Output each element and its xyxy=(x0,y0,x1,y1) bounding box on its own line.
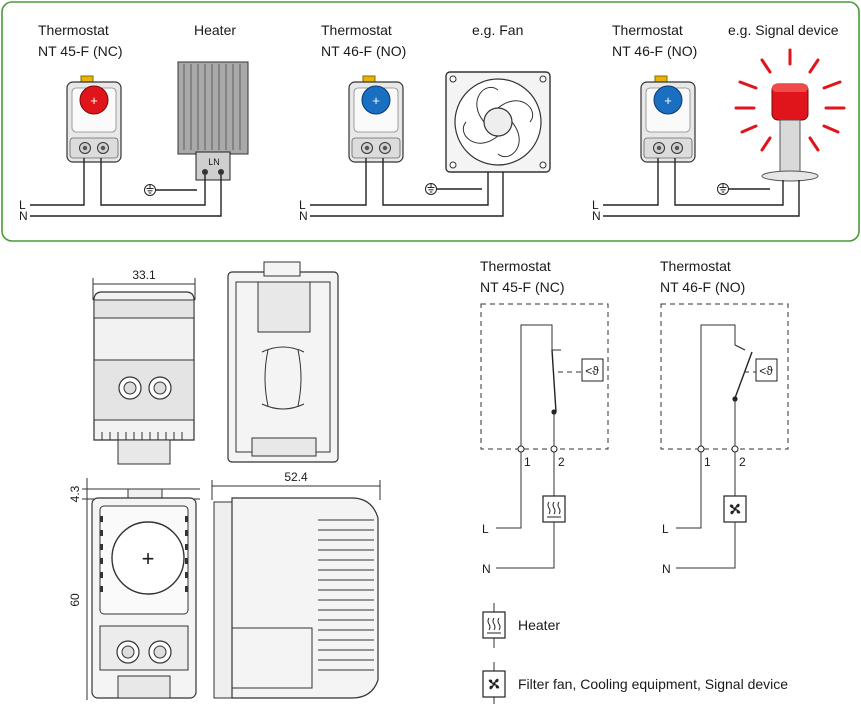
schematic-frame-1 xyxy=(480,303,609,450)
wire-N-1 xyxy=(30,175,222,217)
sensor-symbol-1: <ϑ xyxy=(585,364,599,378)
dimension-drawings: 33.1 xyxy=(68,261,381,700)
heater-symbol-icon-1 xyxy=(542,495,566,523)
line-L-1: L xyxy=(19,198,26,212)
heater-terminal-text: LN xyxy=(208,157,220,167)
knob-arrow-icon-3: + xyxy=(664,93,672,108)
top-group-heater: Thermostat NT 45-F (NC) + Heater LN L N xyxy=(19,22,249,223)
terminal-2-nc: 2 xyxy=(558,455,565,469)
schematic-model-1: NT 45-F (NC) xyxy=(480,279,565,295)
line-N-1: N xyxy=(19,209,28,223)
no-wire-top xyxy=(700,324,736,449)
front-knob xyxy=(111,521,185,595)
no-switch-blade xyxy=(734,351,753,399)
dim-clip-height: 4.3 xyxy=(68,485,82,502)
device-front-view: + xyxy=(91,488,197,699)
schematic-model-2: NT 46-F (NO) xyxy=(660,279,745,295)
legend-heater-icon xyxy=(482,611,506,639)
wire-load-3 xyxy=(674,158,784,206)
line-N-3: N xyxy=(592,209,601,223)
top-group-fan: Thermostat NT 46-F (NO) + e.g. Fan L N xyxy=(299,22,551,223)
wire-load-2 xyxy=(382,158,489,206)
schematic-title-2: Thermostat xyxy=(660,258,731,274)
schematic-L-2: L xyxy=(662,522,669,536)
legend: Heater Filter fan, Cooling equipment, Si… xyxy=(482,603,788,704)
line-L-3: L xyxy=(592,198,599,212)
knob-arrow-icon-1: + xyxy=(90,93,98,108)
nc-switch-blade xyxy=(551,349,557,413)
ground-icon-1 xyxy=(144,184,156,196)
signal-device xyxy=(734,48,846,182)
terminal-2-no: 2 xyxy=(739,455,746,469)
schematic-L-1: L xyxy=(482,522,489,536)
ground-icon-3 xyxy=(717,183,729,195)
terminal-1-nc: 1 xyxy=(524,455,531,469)
thermostat-model-2: NT 46-F (NO) xyxy=(321,43,406,59)
schematic-nc: Thermostat NT 45-F (NC) <ϑ 1 2 L N xyxy=(480,258,609,576)
device-back-view xyxy=(227,261,339,463)
load-label-3: e.g. Signal device xyxy=(728,22,839,38)
front-knob-arrow-icon: + xyxy=(142,546,155,571)
knob-blue-3 xyxy=(653,85,683,115)
fan-device xyxy=(445,71,551,173)
thermostat-title-3: Thermostat xyxy=(612,22,683,38)
device-side-view xyxy=(213,497,379,699)
wire-L-1 xyxy=(30,158,85,206)
knob-arrow-icon-2: + xyxy=(372,93,380,108)
line-L-2: L xyxy=(299,198,306,212)
sensor-symbol-2: <ϑ xyxy=(759,364,773,378)
knob-red-1 xyxy=(79,85,109,115)
legend-heater-label: Heater xyxy=(518,617,560,633)
device-top-view xyxy=(93,291,195,465)
thermostat-title-1: Thermostat xyxy=(38,22,109,38)
thermostat-model-3: NT 46-F (NO) xyxy=(612,43,697,59)
schematic-frame-2 xyxy=(660,303,789,450)
legend-fan-label: Filter fan, Cooling equipment, Signal de… xyxy=(518,676,788,692)
wire-L-3 xyxy=(603,158,659,206)
thermostat-title-2: Thermostat xyxy=(321,22,392,38)
load-label-1: Heater xyxy=(194,22,236,38)
schematic-N-1: N xyxy=(482,562,491,576)
wire-L-2 xyxy=(310,158,367,206)
dim-width-top: 33.1 xyxy=(132,268,156,282)
wire-N-2 xyxy=(310,172,504,217)
sensor-box-1 xyxy=(581,358,604,382)
terminal-1-no: 1 xyxy=(704,455,711,469)
schematic-title-1: Thermostat xyxy=(480,258,551,274)
dim-depth: 52.4 xyxy=(284,470,308,484)
heater-device: LN xyxy=(177,61,249,181)
legend-fan-icon xyxy=(482,670,506,698)
nc-wire-top xyxy=(520,324,553,449)
line-N-2: N xyxy=(299,209,308,223)
knob-blue-2 xyxy=(361,85,391,115)
schematic-N-2: N xyxy=(662,562,671,576)
ground-icon-2 xyxy=(425,183,437,195)
load-label-2: e.g. Fan xyxy=(472,22,523,38)
wire-N-3 xyxy=(603,180,800,217)
dim-height: 60 xyxy=(68,593,82,607)
top-group-signal: Thermostat NT 46-F (NO) + e.g. Signal de… xyxy=(592,22,846,223)
schematic-no: Thermostat NT 46-F (NO) <ϑ 1 2 L N xyxy=(660,258,789,576)
sensor-box-2 xyxy=(755,358,778,382)
wire-load-1 xyxy=(100,158,206,206)
thermostat-model-1: NT 45-F (NC) xyxy=(38,43,123,59)
fan-symbol-icon-1 xyxy=(723,495,747,523)
